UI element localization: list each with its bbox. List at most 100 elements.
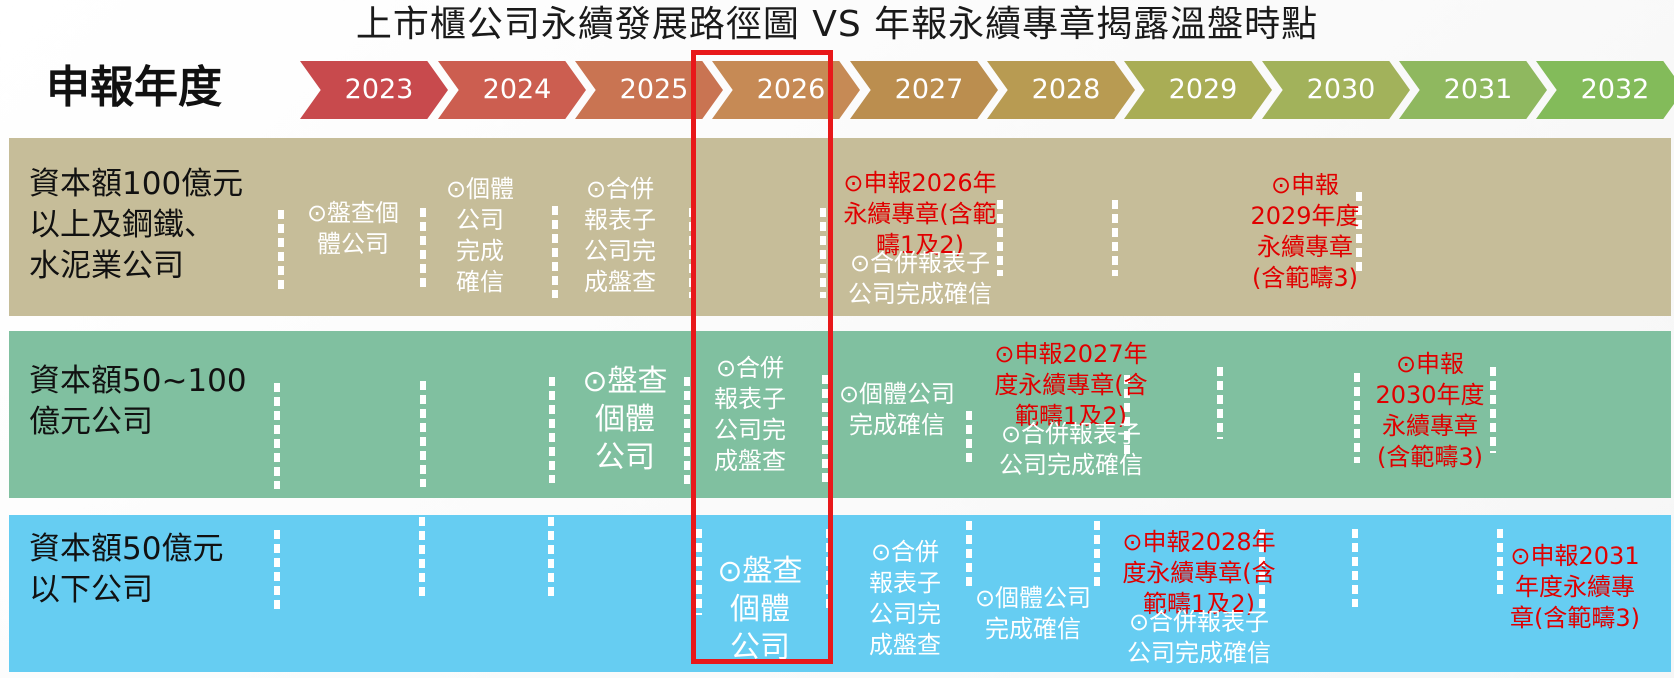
year-chevron-2024: 2024	[438, 61, 586, 119]
dotted-separator	[822, 375, 828, 485]
dotted-separator	[420, 381, 426, 487]
dotted-separator	[274, 383, 280, 489]
year-chevron-2032: 2032	[1536, 61, 1674, 119]
dotted-separator	[278, 210, 284, 290]
year-label: 2030	[1306, 74, 1376, 105]
milestone-cell: ⊙合併報表子公司完成盤查	[690, 353, 810, 477]
milestone-line: 報表子	[869, 569, 941, 597]
year-chevron-2027: 2027	[850, 61, 998, 119]
dotted-separator	[1356, 192, 1362, 276]
milestone-line: (含範疇3)	[1252, 264, 1358, 292]
dotted-separator	[419, 517, 425, 601]
milestone-line: ⊙個體公司	[974, 584, 1092, 612]
year-label: 2029	[1168, 74, 1238, 105]
milestone-cell: ⊙盤查個體公司	[555, 363, 695, 477]
year-label: 2026	[756, 74, 826, 105]
milestone-line: ⊙盤查	[582, 364, 668, 399]
milestone-line: ⊙申報	[1270, 171, 1340, 199]
band-capital-under-50: 資本額50億元 以下公司 ⊙盤查個體公司⊙合併報表子公司完成盤查⊙個體公司完成確…	[9, 515, 1671, 672]
milestone-line: 公司完	[714, 416, 786, 444]
dotted-separator	[1217, 367, 1223, 439]
milestone-line: ⊙個體	[445, 175, 515, 203]
milestone-cell: ⊙合併報表子公司完成確信	[830, 248, 1010, 310]
milestone-line: ⊙合併	[715, 354, 785, 382]
milestone-cell: ⊙申報2026年永續專章(含範疇1及2)	[820, 168, 1020, 261]
year-label: 2032	[1580, 74, 1650, 105]
year-label: 2027	[894, 74, 964, 105]
milestone-line: 疇1及2)	[876, 231, 964, 259]
milestone-line: 體公司	[317, 230, 389, 258]
milestone-line: 個體	[595, 402, 655, 437]
dotted-separator	[1259, 529, 1265, 613]
dotted-separator	[552, 206, 558, 298]
year-chevron-2030: 2030	[1262, 61, 1410, 119]
year-chevron-2023: 2023	[300, 61, 448, 119]
milestone-line: 永續專章(含範	[843, 200, 997, 228]
milestone-line: (含範疇3)	[1377, 443, 1483, 471]
milestone-line: 完成	[456, 237, 504, 265]
dotted-separator	[820, 208, 826, 298]
dotted-separator	[1352, 529, 1358, 607]
milestone-line: ⊙盤查個	[306, 199, 400, 227]
milestone-cell: ⊙合併報表子公司完成確信	[1104, 607, 1294, 669]
year-label: 2028	[1031, 74, 1101, 105]
milestone-line: 度永續專章(含	[1122, 559, 1276, 587]
milestone-line: 年度永續專	[1515, 573, 1635, 601]
year-row-label: 申報年度	[46, 62, 222, 113]
dotted-separator	[684, 377, 690, 487]
milestone-line: ⊙申報2031	[1510, 542, 1640, 570]
milestone-cell: ⊙申報2028年度永續專章(含範疇1及2)	[1094, 527, 1304, 620]
dotted-separator	[274, 530, 280, 612]
milestone-line: ⊙盤查	[717, 554, 803, 589]
milestone-line: 報表子	[584, 206, 656, 234]
milestone-cell: ⊙個體公司完成確信	[968, 583, 1098, 645]
milestone-cell: ⊙個體公司完成確信	[430, 174, 530, 298]
year-label: 2025	[619, 74, 689, 105]
dotted-separator	[1094, 521, 1100, 591]
dotted-separator	[1112, 200, 1118, 276]
milestone-line: ⊙個體公司	[838, 380, 956, 408]
milestone-line: 確信	[456, 268, 504, 296]
year-2026-highlight-frame	[691, 50, 833, 664]
dotted-separator	[966, 521, 972, 589]
milestone-line: 公司完成確信	[999, 451, 1143, 479]
category-line: 資本額100億元	[29, 166, 244, 202]
milestone-cell: ⊙合併報表子公司完成盤查	[560, 174, 680, 298]
dotted-separator	[549, 377, 555, 483]
milestone-line: 公司完成確信	[1127, 639, 1271, 667]
dotted-separator	[1124, 375, 1130, 459]
year-chevron-2031: 2031	[1399, 61, 1547, 119]
category-line: 以下公司	[29, 572, 153, 608]
year-chevron-2025: 2025	[575, 61, 723, 119]
milestone-line: ⊙申報2028年	[1122, 528, 1276, 556]
year-label: 2023	[344, 74, 414, 105]
dotted-separator	[1497, 529, 1503, 599]
milestone-line: 範疇1及2)	[1143, 590, 1255, 618]
category-line: 資本額50~100	[29, 363, 247, 399]
milestone-line: ⊙合併	[870, 538, 940, 566]
category-line: 水泥業公司	[29, 248, 184, 284]
milestone-line: 報表子	[714, 385, 786, 413]
band-category-label: 資本額50~100 億元公司	[9, 361, 247, 443]
milestone-line: 公司完	[584, 237, 656, 265]
milestone-line: 個體	[730, 592, 790, 627]
band-category-label: 資本額100億元 以上及鋼鐵、 水泥業公司	[9, 164, 243, 287]
milestone-cell: ⊙合併報表子公司完成確信	[976, 419, 1166, 481]
milestone-line: 公司完	[869, 600, 941, 628]
milestone-line: ⊙合併報表子	[1128, 608, 1270, 636]
category-line: 以上及鋼鐵、	[29, 207, 215, 243]
category-line: 資本額50億元	[29, 531, 224, 567]
milestone-cell: ⊙個體公司完成確信	[822, 379, 972, 441]
year-label: 2024	[482, 74, 552, 105]
dotted-separator	[696, 529, 702, 615]
category-line: 億元公司	[29, 404, 153, 440]
milestone-line: ⊙申報	[1395, 350, 1465, 378]
milestone-line: 2029年度	[1250, 202, 1360, 230]
year-chevron-2028: 2028	[987, 61, 1135, 119]
diagram-title: 上市櫃公司永續發展路徑圖 VS 年報永續專章揭露溫盤時點	[355, 4, 1319, 45]
milestone-line: ⊙申報2027年	[994, 340, 1148, 368]
dotted-separator	[420, 208, 426, 288]
year-chevron-2029: 2029	[1124, 61, 1272, 119]
